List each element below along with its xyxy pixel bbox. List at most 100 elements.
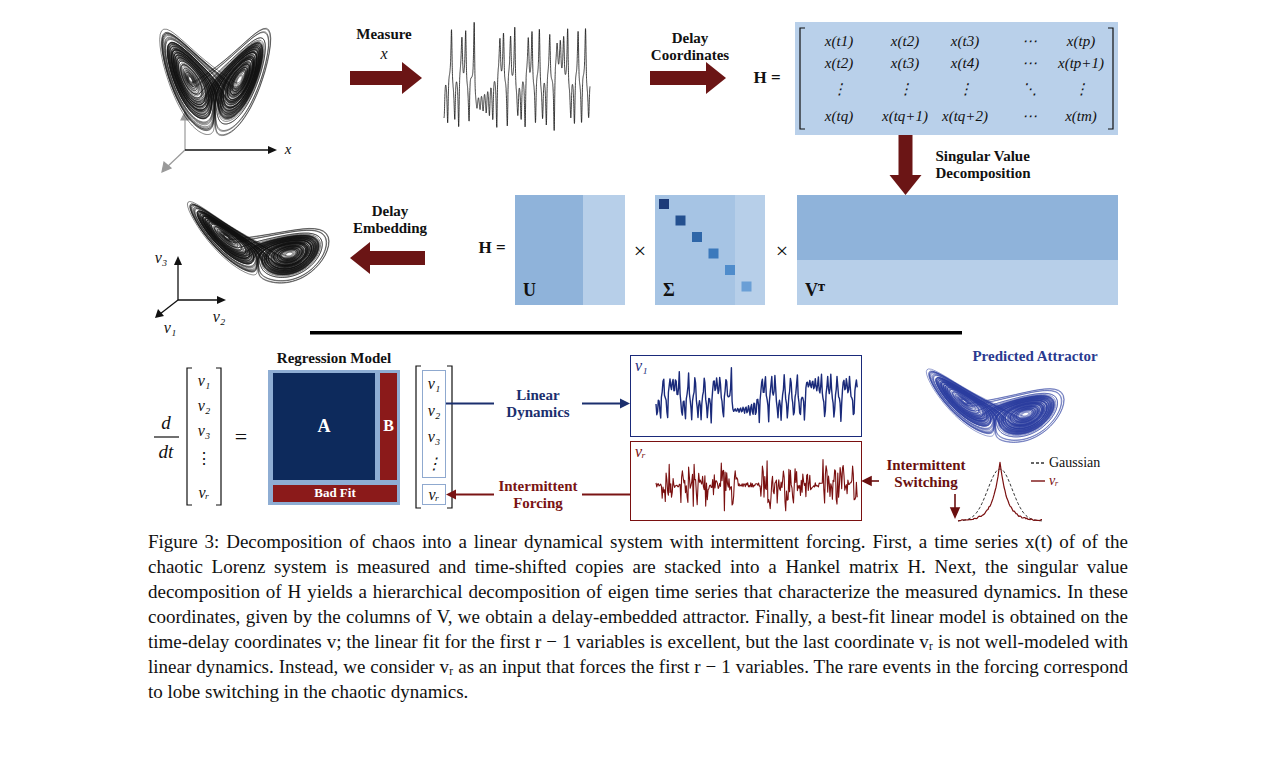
vector-entry: v₂	[428, 403, 441, 419]
curve	[958, 462, 1042, 521]
matrix-cell: x(tq+1)	[882, 108, 928, 125]
label: Delay Embedding	[345, 203, 435, 238]
matrix-cell: x(tp+1)	[1058, 55, 1104, 72]
singular-value	[742, 282, 752, 292]
label: ×	[634, 238, 646, 263]
singular-value	[725, 265, 735, 275]
label: d	[161, 412, 171, 434]
v-block-part	[797, 195, 1118, 260]
arrow-head	[620, 399, 630, 409]
legend-row: vᵣ	[1030, 473, 1059, 489]
block-label: Vᵀ	[805, 280, 825, 301]
brackets	[187, 366, 452, 508]
bracket	[800, 28, 805, 129]
block-label: Bad Fit	[314, 486, 356, 501]
label: v₁	[164, 319, 177, 337]
matrix-cell: x(tq)	[825, 108, 853, 125]
block-label: Σ	[663, 280, 675, 301]
plot-label: v₁	[635, 357, 648, 375]
matrix-cell: x(tm)	[1065, 108, 1097, 125]
model-box: Σ	[655, 195, 765, 305]
bracket	[1108, 28, 1113, 129]
plot-box: vᵣ	[630, 441, 862, 521]
singular-value	[676, 216, 686, 226]
legend-text: Gaussian	[1049, 455, 1100, 471]
legend-line	[1031, 462, 1045, 463]
caption: Figure 3: Decomposition of chaos into a …	[148, 529, 1128, 704]
connector	[905, 135, 906, 175]
label: H =	[478, 238, 505, 258]
matrix-cell: x(t2)	[891, 33, 919, 50]
model-box: B	[380, 373, 397, 480]
v-block	[797, 195, 1118, 305]
block-label: B	[383, 417, 394, 435]
divider	[310, 331, 962, 335]
vector-entry: v₃	[428, 429, 441, 445]
label: dt	[159, 441, 174, 463]
block-heading: Regression Model	[277, 350, 391, 367]
vector-entry: v₁	[428, 376, 441, 392]
connector-line	[899, 135, 913, 175]
matrix-cell: ⋮	[958, 81, 973, 98]
legend-line	[1031, 480, 1045, 481]
lorenz-attractor	[160, 28, 271, 135]
u-block-part	[515, 195, 583, 305]
label: v₁	[198, 372, 211, 390]
singular-values	[659, 199, 752, 292]
hankel-matrix: x(t1)x(t2)x(t3)⋯x(tp)x(t2)x(t3)x(t4)⋯x(t…	[795, 22, 1118, 135]
matrix-cell: ⋮	[832, 81, 847, 98]
label: v₃	[155, 249, 168, 267]
v1-series	[656, 368, 857, 423]
model-box: Bad Fit	[273, 485, 397, 502]
label: ×	[776, 238, 788, 263]
matrix-cell: x(t3)	[951, 33, 979, 50]
matrix-cell: ⋯	[1022, 108, 1037, 125]
axis-head	[217, 296, 226, 304]
matrix-cell: ⋮	[898, 81, 913, 98]
curve	[656, 460, 857, 511]
edge-label: Intermittent Forcing	[494, 476, 582, 513]
singular-value	[659, 199, 669, 209]
embed-arrow	[350, 242, 425, 274]
label: v₃	[198, 422, 211, 440]
u-block	[515, 195, 625, 305]
arrow-head	[446, 490, 456, 500]
matrix-cell: x(t3)	[891, 55, 919, 72]
singular-value	[692, 232, 702, 242]
label: Delay Coordinates	[645, 30, 735, 65]
vector-entry: ⋮	[426, 456, 442, 472]
model-box: Vᵀ	[797, 195, 1118, 305]
legend-text: vᵣ	[1049, 473, 1059, 489]
legend-row: Gaussian	[1030, 455, 1100, 471]
singular-value	[709, 249, 719, 259]
fraction-bar	[154, 436, 179, 437]
block-label: A	[318, 416, 331, 437]
label: =	[235, 424, 247, 449]
legend-sample	[1030, 476, 1046, 486]
label: x	[285, 141, 292, 158]
matrix-cell: x(tp)	[1067, 33, 1095, 50]
curve	[187, 202, 329, 284]
embedded-attractor	[187, 202, 329, 284]
sigma-block	[655, 195, 765, 305]
axis-head	[155, 309, 164, 318]
time-series	[444, 22, 590, 130]
matrix-cell: x(t1)	[825, 33, 853, 50]
label: Intermittent Switching	[880, 457, 972, 492]
model-box: Regression ModelABBad Fit	[268, 370, 400, 505]
matrix-cell: ⋯	[1022, 55, 1037, 72]
vector-entry: vᵣ	[428, 487, 439, 503]
label: Measure	[356, 26, 412, 43]
curve	[444, 22, 590, 130]
model-box: vᵣ	[422, 484, 446, 505]
sigma-block-part	[655, 195, 735, 305]
matrix-cell: ⋯	[1022, 33, 1037, 50]
block-label: U	[523, 280, 536, 301]
matrix-cell: x(t2)	[825, 55, 853, 72]
edge-label: Singular Value Decomposition	[936, 148, 1066, 183]
matrix-cell: ⋮	[1074, 81, 1089, 98]
label: x	[380, 45, 387, 63]
measure-arrow	[350, 62, 422, 94]
embed-axes	[160, 262, 220, 314]
